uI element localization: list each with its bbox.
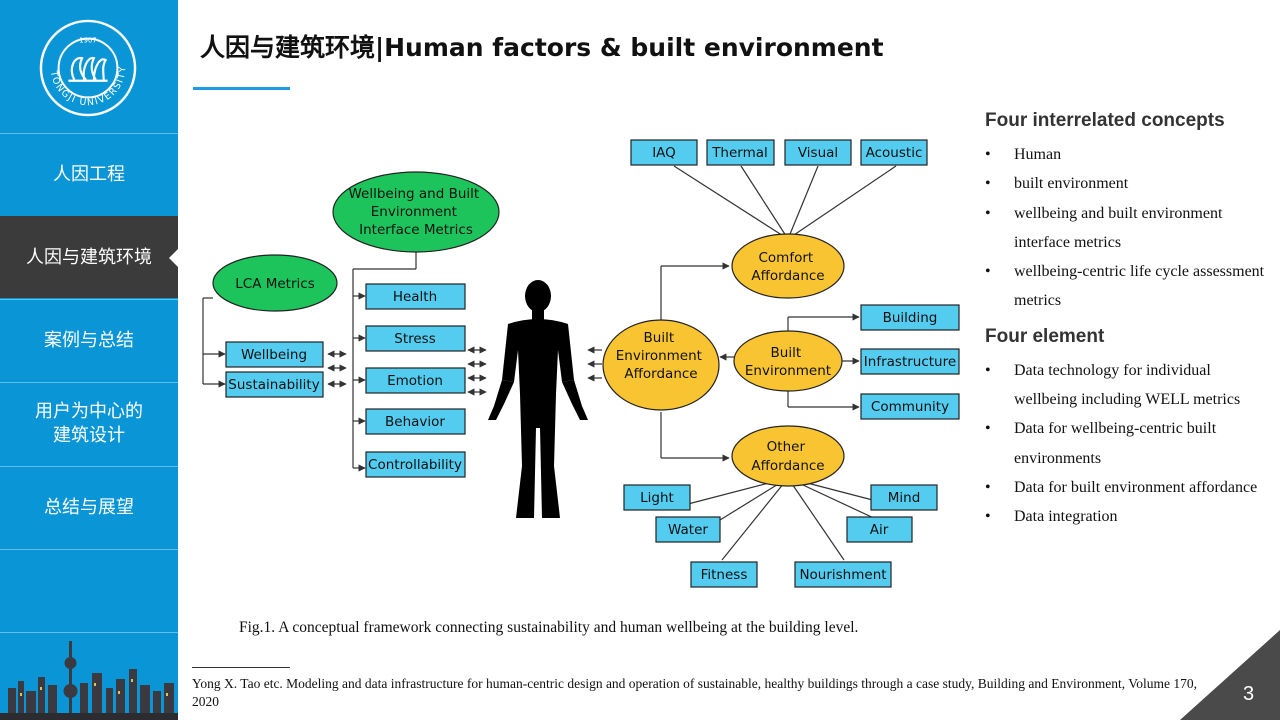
sidebar: TONGJI UNIVERSITY 1907 人因工程 人因与建筑环境 案例与总… <box>0 0 178 720</box>
built-affordance-node-line1: Built <box>644 330 675 346</box>
svg-text:Comfort Affordance: Comfort Affordance <box>751 250 824 284</box>
box-stress: Stress <box>394 331 436 347</box>
box-community: Community <box>871 399 949 415</box>
box-nourishment: Nourishment <box>799 567 886 583</box>
svg-text:Built Environment: Built Environment <box>745 345 831 379</box>
other-node-line2: Affordance <box>751 458 824 474</box>
page-title: 人因与建筑环境|Human factors & built environmen… <box>200 33 884 62</box>
concepts-list: Human built environment wellbeing and bu… <box>985 140 1270 316</box>
sidebar-empty-slot <box>0 549 178 632</box>
box-acoustic: Acoustic <box>866 145 923 161</box>
metrics-node-line2: Environment <box>371 204 457 220</box>
page-number: 3 <box>1243 683 1255 705</box>
box-air: Air <box>870 522 889 538</box>
sidebar-divider <box>0 632 178 633</box>
box-wellbeing: Wellbeing <box>241 347 307 363</box>
elements-list: Data technology for individual wellbeing… <box>985 356 1270 532</box>
box-controllability: Controllability <box>368 457 462 473</box>
metrics-node-line3: Interface Metrics <box>359 222 473 238</box>
elements-heading: Four element <box>985 325 1105 347</box>
logo-area: TONGJI UNIVERSITY 1907 <box>0 0 178 133</box>
sidebar-item-label: 案例与总结 <box>44 329 134 351</box>
metrics-node-line1: Wellbeing and Built <box>348 186 479 202</box>
sidebar-item-summary-outlook[interactable]: 总结与展望 <box>0 466 178 548</box>
box-thermal: Thermal <box>711 145 768 161</box>
box-water: Water <box>668 522 708 538</box>
concepts-panel: Four interrelated concepts Human built e… <box>985 108 1270 540</box>
footnote-reference: Yong X. Tao etc. Modeling and data infra… <box>192 676 1197 709</box>
box-visual: Visual <box>798 145 838 161</box>
sidebar-item-label: 人因工程 <box>53 163 125 185</box>
title-underline <box>193 87 290 90</box>
list-item: Human <box>985 140 1270 170</box>
box-fitness: Fitness <box>701 567 748 583</box>
list-item: wellbeing and built environment interfac… <box>985 199 1270 258</box>
conceptual-framework-diagram: Wellbeing and Built Environment Interfac… <box>202 139 960 588</box>
built-affordance-node-line3: Affordance <box>624 366 697 382</box>
human-silhouette <box>488 280 588 518</box>
tongji-university-logo: TONGJI UNIVERSITY 1907 <box>39 19 137 117</box>
sidebar-item-label: 总结与展望 <box>44 496 134 518</box>
box-emotion: Emotion <box>387 373 443 389</box>
other-node-line1: Other <box>767 439 806 455</box>
list-item: Data for wellbeing-centric built environ… <box>985 414 1270 473</box>
sidebar-item-user-centered-design[interactable]: 用户为中心的 建筑设计 <box>0 382 178 464</box>
comfort-node-line1: Comfort <box>759 250 814 266</box>
logo-year: 1907 <box>79 37 96 45</box>
corner-triangle <box>1180 630 1280 720</box>
box-iaq: IAQ <box>652 145 676 161</box>
built-env-node-line1: Built <box>771 345 802 361</box>
sidebar-item-label: 人因与建筑环境 <box>26 246 152 268</box>
svg-text:Other Affordance: Other Affordance <box>751 439 824 474</box>
list-item: Data integration <box>985 502 1270 532</box>
box-sustainability: Sustainability <box>228 377 319 393</box>
sidebar-item-human-factors-engineering[interactable]: 人因工程 <box>0 133 178 215</box>
box-health: Health <box>393 289 437 305</box>
lca-metrics-node: LCA Metrics <box>235 276 314 292</box>
list-item: Data for built environment affordance <box>985 473 1270 503</box>
concepts-heading: Four interrelated concepts <box>985 110 1225 131</box>
svg-text:Built Environment Affo: Built Environment Affordance <box>616 330 707 382</box>
list-item: built environment <box>985 169 1270 199</box>
built-env-node-line2: Environment <box>745 363 831 379</box>
svg-text:Wellbeing and Built Enviro: Wellbeing and Built Environment Interfac… <box>348 186 483 238</box>
sidebar-item-cases-summary[interactable]: 案例与总结 <box>0 299 178 381</box>
box-infrastructure: Infrastructure <box>864 354 956 370</box>
box-light: Light <box>640 490 674 506</box>
list-item: wellbeing-centric life cycle assessment … <box>985 257 1270 316</box>
box-behavior: Behavior <box>385 414 445 430</box>
comfort-node-line2: Affordance <box>751 268 824 284</box>
box-building: Building <box>883 310 938 326</box>
built-affordance-node-line2: Environment <box>616 348 702 364</box>
footnote-rule <box>192 667 290 668</box>
figure-caption: Fig.1. A conceptual framework connecting… <box>239 619 859 636</box>
sidebar-item-human-factors-built-environment[interactable]: 人因与建筑环境 <box>0 216 178 298</box>
sidebar-item-label: 用户为中心的 建筑设计 <box>35 400 143 446</box>
city-skyline-image <box>0 633 178 720</box>
box-mind: Mind <box>888 490 921 506</box>
list-item: Data technology for individual wellbeing… <box>985 356 1270 415</box>
